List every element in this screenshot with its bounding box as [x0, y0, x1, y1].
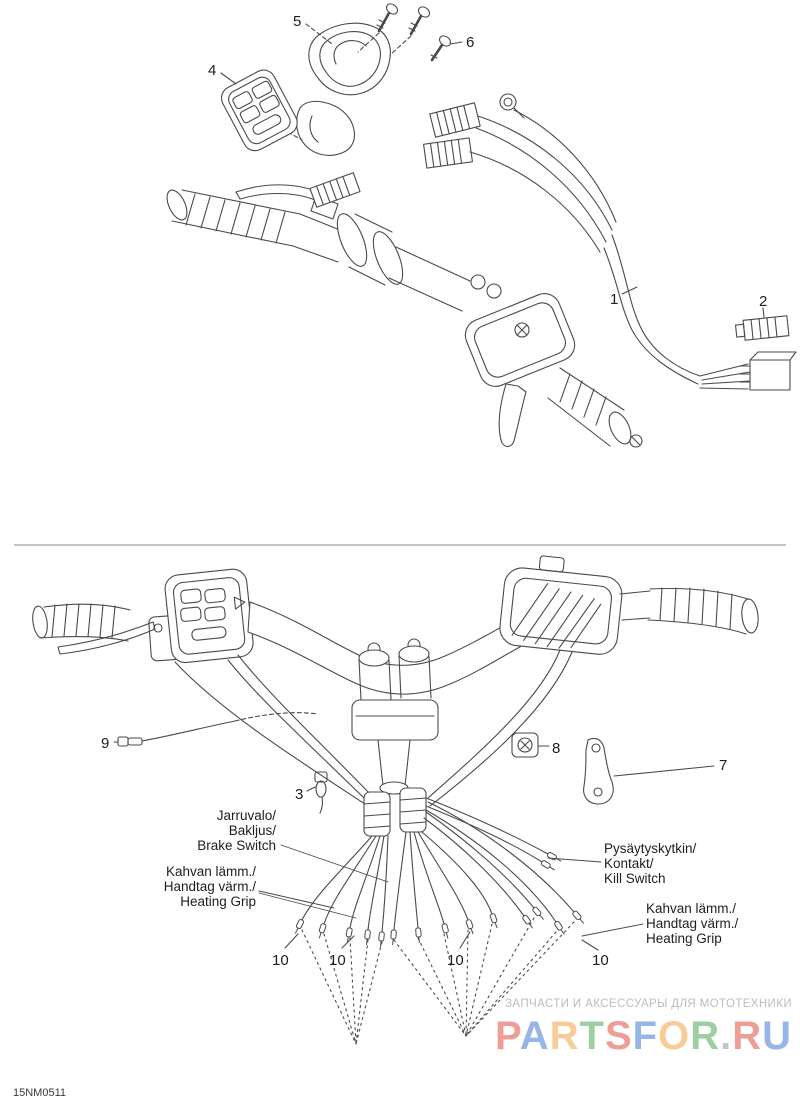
bar-post — [470, 274, 486, 290]
callout-2: 2 — [759, 293, 767, 318]
bar-post — [486, 283, 502, 299]
screws-icon — [376, 3, 452, 62]
label-leaders — [258, 844, 644, 937]
fan-wires — [294, 797, 585, 947]
watermark-letter: A — [519, 1014, 550, 1058]
watermark-letter: O — [658, 1014, 691, 1058]
watermark-letter: R — [690, 1014, 721, 1058]
watermark-letter: R — [549, 1014, 580, 1058]
svg-text:Handtag värm./: Handtag värm./ — [164, 879, 257, 894]
svg-text:Heating Grip: Heating Grip — [180, 894, 256, 909]
label-heating-grip-right: Kahvan lämm./ Handtag värm./ Heating Gri… — [646, 901, 739, 946]
callout-10-b: 10 — [329, 935, 355, 969]
callout-5: 5 — [293, 13, 301, 30]
svg-text:Heating Grip: Heating Grip — [646, 931, 722, 946]
label-heating-grip-left: Kahvan lämm./ Handtag värm./ Heating Gri… — [164, 864, 257, 909]
svg-text:Brake Switch: Brake Switch — [197, 838, 276, 853]
svg-text:1: 1 — [610, 291, 618, 308]
svg-text:9: 9 — [101, 735, 109, 752]
watermark-letter: . — [720, 1014, 733, 1058]
callout-3: 3 — [295, 786, 316, 803]
callout-10-c: 10 — [447, 931, 471, 969]
watermark-letter: T — [579, 1014, 605, 1058]
svg-text:Bakljus/: Bakljus/ — [229, 823, 277, 838]
svg-text:10: 10 — [329, 952, 346, 969]
bottom-installed-view: 9 8 7 3 10 10 10 10 — [32, 555, 759, 1045]
throttle-grip — [547, 367, 643, 448]
watermark: ЗАПЧАСТИ И АКСЕССУАРЫ ДЛЯ МОТОТЕХНИКИ PA… — [332, 998, 792, 1056]
svg-text:Jarruvalo/: Jarruvalo/ — [217, 808, 277, 823]
svg-text:4: 4 — [208, 62, 216, 79]
watermark-letter: S — [604, 1014, 633, 1058]
right-grip — [619, 587, 759, 635]
connector-small — [734, 315, 790, 341]
switch-housing-upper — [308, 22, 391, 96]
callout-1: 1 — [610, 286, 638, 308]
svg-text:3: 3 — [295, 786, 303, 803]
routing-dotted-lines — [301, 917, 575, 1045]
bracket — [583, 737, 614, 805]
harness-connector-b — [423, 137, 473, 169]
svg-text:Kahvan lämm./: Kahvan lämm./ — [646, 901, 736, 916]
svg-text:10: 10 — [272, 952, 289, 969]
switch-housing-lower — [296, 100, 356, 156]
callout-10-a: 10 — [272, 933, 299, 969]
watermark-tagline: ЗАПЧАСТИ И АКСЕССУАРЫ ДЛЯ МОТОТЕХНИКИ — [505, 998, 792, 1010]
callout-7: 7 — [613, 757, 727, 777]
svg-text:7: 7 — [719, 757, 727, 774]
svg-text:Kill Switch: Kill Switch — [604, 871, 666, 886]
watermark-letter: U — [762, 1014, 792, 1058]
harness-connector-round — [499, 93, 525, 119]
part-code: 15NM0511 — [13, 1087, 66, 1099]
svg-text:Kahvan lämm./: Kahvan lämm./ — [166, 864, 256, 879]
wiring-harness — [469, 109, 751, 390]
callout-10-d: 10 — [581, 939, 609, 969]
svg-text:10: 10 — [592, 952, 609, 969]
watermark-letter: R — [732, 1014, 763, 1058]
grommet — [511, 732, 539, 758]
svg-text:6: 6 — [466, 34, 474, 51]
left-switch-block — [164, 568, 254, 664]
steering-clamp — [336, 213, 404, 286]
callout-8: 8 — [538, 740, 560, 757]
steering-riser — [351, 638, 439, 795]
svg-text:2: 2 — [759, 293, 767, 310]
svg-text:Pysäytyskytkin/: Pysäytyskytkin/ — [604, 841, 697, 856]
bar-connector-block — [309, 172, 361, 208]
label-brake-switch: Jarruvalo/ Bakljus/ Brake Switch — [197, 808, 276, 853]
right-throttle-housing — [499, 555, 623, 655]
watermark-letter: P — [495, 1014, 520, 1058]
label-kill-switch: Pysäytyskytkin/ Kontakt/ Kill Switch — [604, 841, 697, 886]
cable-tie — [314, 771, 328, 814]
callout-4: 4 — [208, 62, 237, 85]
svg-text:8: 8 — [552, 740, 560, 757]
throttle-housing — [464, 293, 576, 448]
brake-cable — [117, 712, 319, 747]
harness-feed-wires — [174, 649, 573, 807]
svg-text:Kontakt/: Kontakt/ — [604, 856, 654, 871]
left-grip — [32, 603, 131, 642]
multifunction-switch — [220, 69, 298, 152]
top-exploded-view: 5 6 4 1 2 — [166, 3, 797, 448]
watermark-letter: F — [632, 1014, 659, 1058]
watermark-brand: PARTSFOR.RU — [332, 1016, 792, 1056]
svg-text:10: 10 — [447, 952, 464, 969]
connector-large — [739, 351, 797, 391]
svg-text:Handtag värm./: Handtag värm./ — [646, 916, 739, 931]
harness-wraps — [363, 787, 427, 837]
harness-connector-a — [429, 102, 481, 138]
callout-9: 9 — [101, 735, 119, 752]
svg-text:5: 5 — [293, 13, 301, 30]
callout-6: 6 — [449, 34, 474, 51]
